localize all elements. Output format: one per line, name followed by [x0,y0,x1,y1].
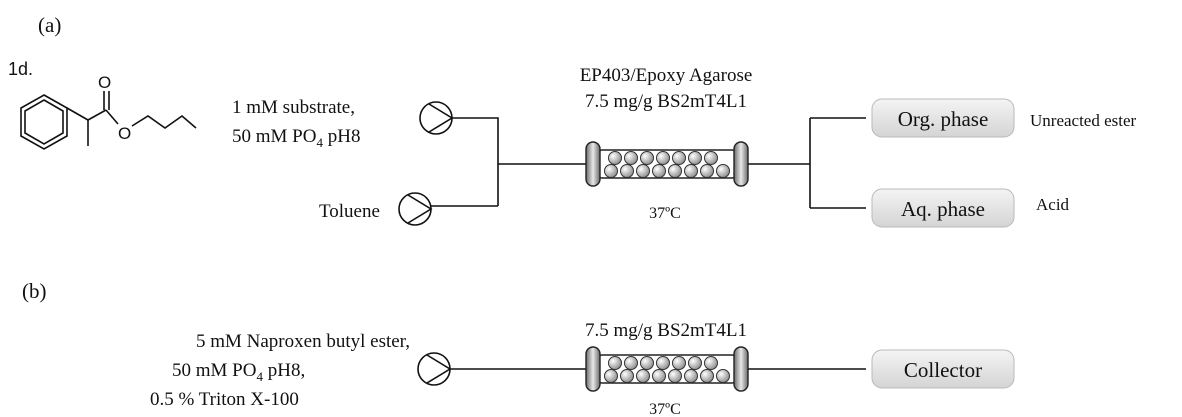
reactor-a-temperature: 37ºC [649,205,681,222]
pump1-text-line1: 1 mM substrate, [232,97,355,118]
inlet-line-1 [452,117,499,206]
feed-b-line1: 5 mM Naproxen butyl ester, [196,331,410,352]
pump2-icon [398,192,432,226]
aq-phase-note: Acid [1036,195,1070,214]
org-phase-note: Unreacted ester [1030,111,1137,130]
carbonyl-oxygen: O [98,73,111,92]
aq-phase-box [871,188,1015,228]
org-phase-box [871,98,1015,138]
panel-b-label: (b) [22,279,47,303]
reactor-b-temperature: 37ºC [649,401,681,417]
pump1-text-line2: 50 mM PO4 pH8 [232,126,360,150]
benzene-ring [20,94,68,150]
panel-a-label: (a) [38,13,61,37]
packed-bed-reactor-b [585,346,749,392]
chemical-structure-1d: O O [20,73,197,150]
collector-box [871,349,1015,389]
feed-b-line2: 50 mM PO4 pH8, [172,360,305,384]
reactor-b-line1: 7.5 mg/g BS2mT4L1 [585,320,747,341]
ester-oxygen: O [118,124,131,143]
feed-b-line3: 0.5 % Triton X-100 [150,389,299,410]
pump-b-icon [417,352,451,386]
compound-label: 1d. [8,59,33,79]
pump2-text: Toluene [319,201,380,222]
reactor-a-line1: EP403/Epoxy Agarose [580,65,753,86]
pump1-icon [419,101,453,135]
reactor-a-line2: 7.5 mg/g BS2mT4L1 [585,91,747,112]
collector-label: Collector [904,358,982,382]
aq-phase-label: Aq. phase [901,197,985,221]
org-phase-label: Org. phase [898,107,989,131]
packed-bed-reactor-a [585,141,749,187]
